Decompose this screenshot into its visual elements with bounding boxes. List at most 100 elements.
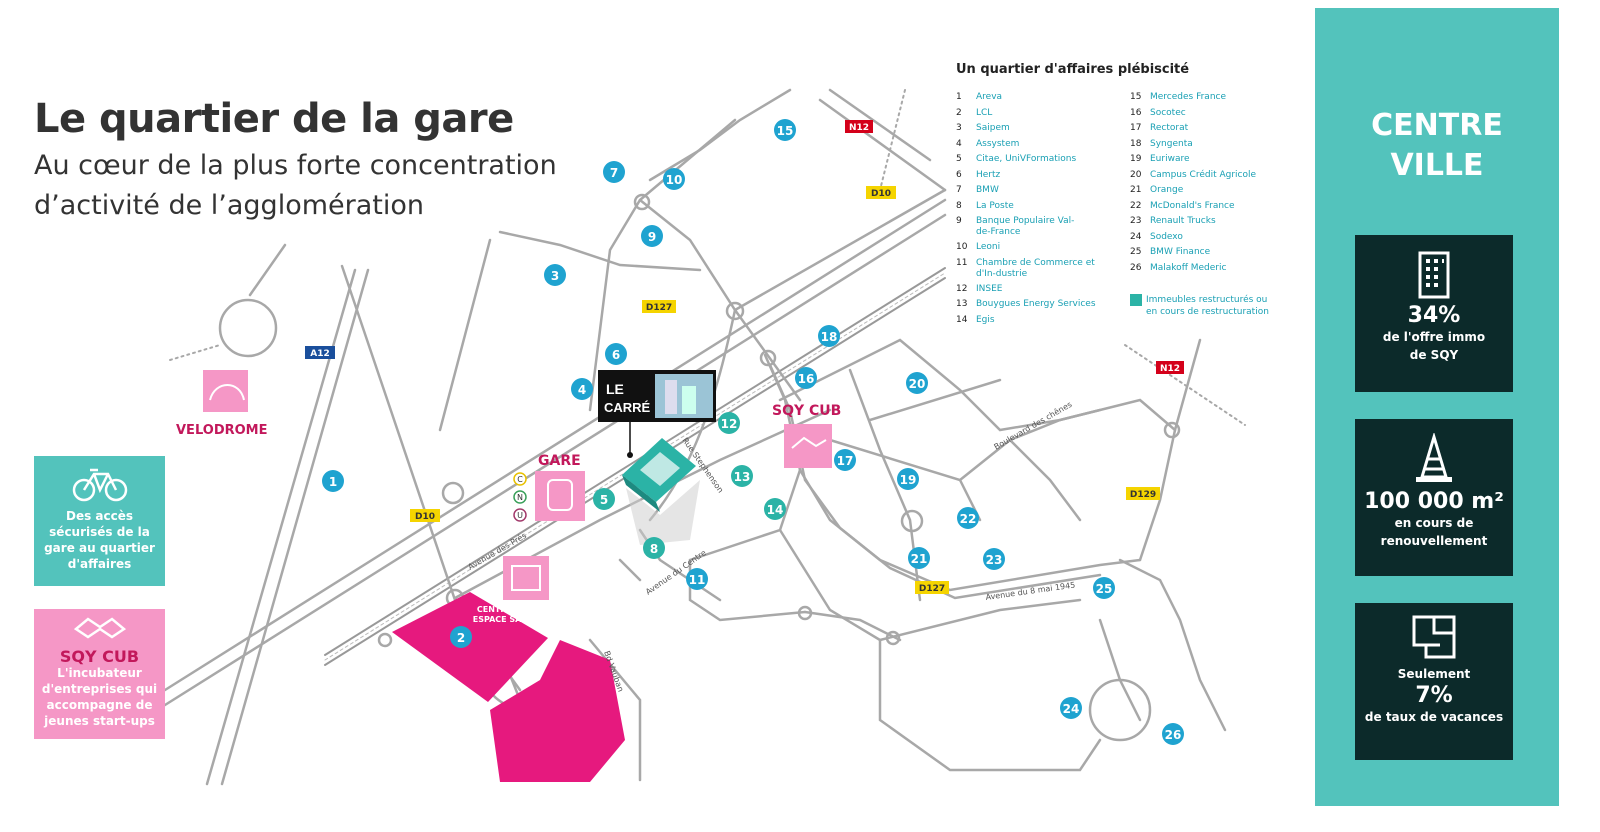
le-carre-logo-le: LE xyxy=(606,381,624,397)
marker-17[interactable]: 17 xyxy=(837,454,854,468)
road-label-d127-south: D127 xyxy=(919,584,945,594)
marker-26[interactable]: 26 xyxy=(1165,728,1182,742)
le-carre-building xyxy=(622,420,700,545)
marker-10[interactable]: 10 xyxy=(666,173,683,187)
stat-offer-share-value: 34% xyxy=(1407,303,1461,328)
marker-12[interactable]: 12 xyxy=(721,417,738,431)
teal-swatch xyxy=(1130,294,1142,306)
rer-line-badges: C N U xyxy=(513,472,527,522)
marker-7[interactable]: 7 xyxy=(610,166,618,180)
gare-label: GARE xyxy=(538,453,581,469)
marker-3[interactable]: 3 xyxy=(551,269,559,283)
marker-22[interactable]: 22 xyxy=(960,512,977,526)
road-label-d10-west: D10 xyxy=(415,512,435,522)
stat-vacancy-pre: Seulement xyxy=(1397,667,1471,681)
road-label-d127-north: D127 xyxy=(646,303,672,313)
legend-title: Un quartier d'affaires plébiscité xyxy=(956,62,1190,77)
legend-note-text: Immeubles restructurés ou en cours de re… xyxy=(1146,295,1269,317)
legend-note: Immeubles restructurés ou en cours de re… xyxy=(1130,294,1280,318)
marker-6[interactable]: 6 xyxy=(612,348,620,362)
stat-renewal-value: 100 000 m² xyxy=(1364,489,1504,514)
street-avenue-du-8-mai: Avenue du 8 mai 1945 xyxy=(985,580,1076,601)
marker-4[interactable]: 4 xyxy=(578,383,586,397)
stat-offer-share-line-1: de l'offre immo xyxy=(1382,330,1486,344)
floor-plan-icon xyxy=(1412,615,1456,659)
sqy-cub-box: SQY CUB L'incubateur d'entreprises qui a… xyxy=(34,609,165,739)
marker-1[interactable]: 1 xyxy=(329,475,337,489)
secure-access-line-1: Des accès xyxy=(65,509,134,523)
road-label-d10-north: D10 xyxy=(871,189,891,199)
stat-renewal: 100 000 m² en cours de renouvellement xyxy=(1355,419,1513,576)
marker-16[interactable]: 16 xyxy=(798,372,815,386)
road-label-a12: A12 xyxy=(310,349,330,359)
mall-label-2: ESPACE SAINT-QUENTIN xyxy=(473,615,579,624)
stat-vacancy-value: 7% xyxy=(1415,683,1453,708)
velodrome-icon xyxy=(203,370,248,412)
mall-label-1: CENTRE COMMERCIAL xyxy=(477,605,575,614)
secure-access-box: Des accès sécurisés de la gare au quarti… xyxy=(34,456,165,586)
page-title: Le quartier de la gare xyxy=(34,96,514,142)
district-map: LE CARRÉ VELODROME GARE C N U SQY CUB CE… xyxy=(163,88,1246,786)
marker-2[interactable]: 2 xyxy=(457,631,465,645)
marker-11[interactable]: 11 xyxy=(689,573,706,587)
marker-5[interactable]: 5 xyxy=(600,493,608,507)
secure-access-line-3: gare au quartier xyxy=(44,541,155,555)
marker-13[interactable]: 13 xyxy=(734,470,751,484)
street-boulevard-des-chenes: Boulevard des chênes xyxy=(992,399,1073,452)
marker-9[interactable]: 9 xyxy=(648,230,656,244)
marker-18[interactable]: 18 xyxy=(821,330,838,344)
marker-19[interactable]: 19 xyxy=(900,473,917,487)
sqy-cub-line-4: jeunes start-ups xyxy=(44,714,155,728)
company-markers: 1 2 3 4 5 6 7 8 9 10 11 12 13 14 15 16 1… xyxy=(322,119,1184,745)
sqy-cub-map-label: SQY CUB xyxy=(772,403,841,419)
stat-offer-share-line-2: de SQY xyxy=(1409,348,1459,362)
marker-20[interactable]: 20 xyxy=(909,377,926,391)
sqy-cub-line-1: L'incubateur xyxy=(57,666,142,680)
mall-icon-bg xyxy=(503,556,549,600)
stat-offer-share: 34% de l'offre immo de SQY xyxy=(1355,235,1513,392)
road-label-d129: D129 xyxy=(1130,490,1156,500)
sqy-cub-line-2: d'entreprises qui xyxy=(41,682,158,696)
stat-vacancy-line: de taux de vacances xyxy=(1364,710,1504,724)
handshake-icon xyxy=(73,617,126,639)
traffic-cone-icon xyxy=(1416,431,1452,482)
velodrome-label: VELODROME xyxy=(176,423,267,438)
marker-8[interactable]: 8 xyxy=(650,542,658,556)
mall-area-south xyxy=(490,640,625,782)
rer-n-label: N xyxy=(517,493,523,502)
marker-23[interactable]: 23 xyxy=(986,553,1003,567)
sqy-cub-icon xyxy=(784,424,832,468)
sqy-cub-title: SQY CUB xyxy=(59,647,140,666)
marker-24[interactable]: 24 xyxy=(1063,702,1080,716)
bicycle-icon xyxy=(72,468,127,502)
le-carre-logo-carre: CARRÉ xyxy=(604,400,651,415)
marker-25[interactable]: 25 xyxy=(1096,582,1113,596)
marker-21[interactable]: 21 xyxy=(911,552,928,566)
stat-renewal-line-1: en cours de xyxy=(1394,516,1474,530)
train-icon xyxy=(535,471,585,521)
marker-14[interactable]: 14 xyxy=(767,503,784,517)
marker-15[interactable]: 15 xyxy=(777,124,794,138)
